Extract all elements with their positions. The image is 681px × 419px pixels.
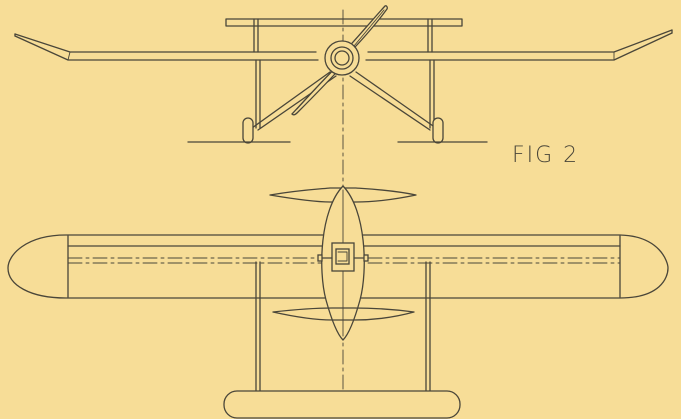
- front-wheels: [187, 117, 488, 144]
- front-lower-wing: [14, 29, 673, 61]
- plan-rear-surface: [272, 307, 415, 321]
- plan-struts: [255, 261, 431, 405]
- left-wheel: [242, 117, 254, 144]
- plan-cockpit: [317, 242, 369, 272]
- plan-view: [7, 185, 669, 419]
- figure-label: FIG 2: [512, 143, 579, 168]
- plan-skid: [223, 390, 461, 419]
- front-struts: [253, 18, 433, 53]
- plan-tailplane: [269, 187, 417, 203]
- right-wheel: [432, 117, 444, 144]
- front-hub: [324, 40, 360, 76]
- front-view: [14, 5, 673, 201]
- front-upper-wing: [225, 18, 463, 27]
